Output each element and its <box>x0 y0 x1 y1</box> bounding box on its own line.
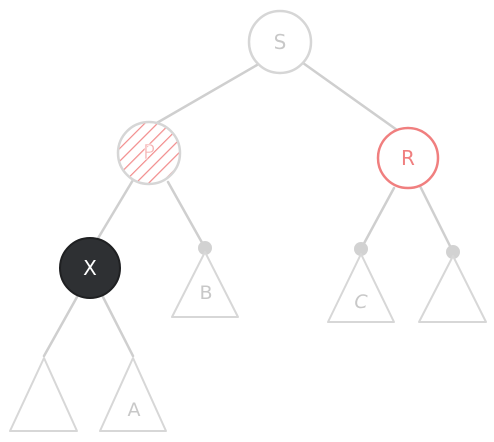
node-s-label: S <box>274 30 287 54</box>
null-leaf-dot <box>354 242 368 256</box>
edge-p-b <box>166 180 207 250</box>
node-r-label: R <box>401 146 415 170</box>
edge-r-c <box>359 186 396 251</box>
node-s: S <box>247 9 313 75</box>
subtree-a-label: A <box>128 399 141 421</box>
subtree-c-label: C <box>354 291 368 313</box>
null-leaf-dot <box>198 241 212 255</box>
subtree-b-label: B <box>199 282 212 304</box>
nodes: S P R X <box>59 9 440 299</box>
edge-s-p <box>153 63 259 126</box>
subtree-x-left <box>9 357 78 432</box>
edge-r-right <box>418 184 455 254</box>
edge-s-r <box>301 61 399 132</box>
null-leaf-dot <box>446 245 460 259</box>
node-x: X <box>59 237 121 299</box>
edge-p-x <box>95 178 135 242</box>
subtrees: B C A <box>9 251 487 432</box>
subtree-b <box>171 251 239 318</box>
node-r: R <box>376 126 440 190</box>
null-leaves <box>198 241 460 259</box>
node-p: P <box>116 120 182 186</box>
node-x-label: X <box>83 256 97 280</box>
edge-x-left <box>42 295 79 358</box>
subtree-c <box>327 253 395 323</box>
edges <box>42 61 455 358</box>
edge-x-a <box>101 295 135 358</box>
node-p-label: P <box>143 140 155 164</box>
subtree-r-right <box>418 255 487 323</box>
subtree-a <box>99 357 167 432</box>
